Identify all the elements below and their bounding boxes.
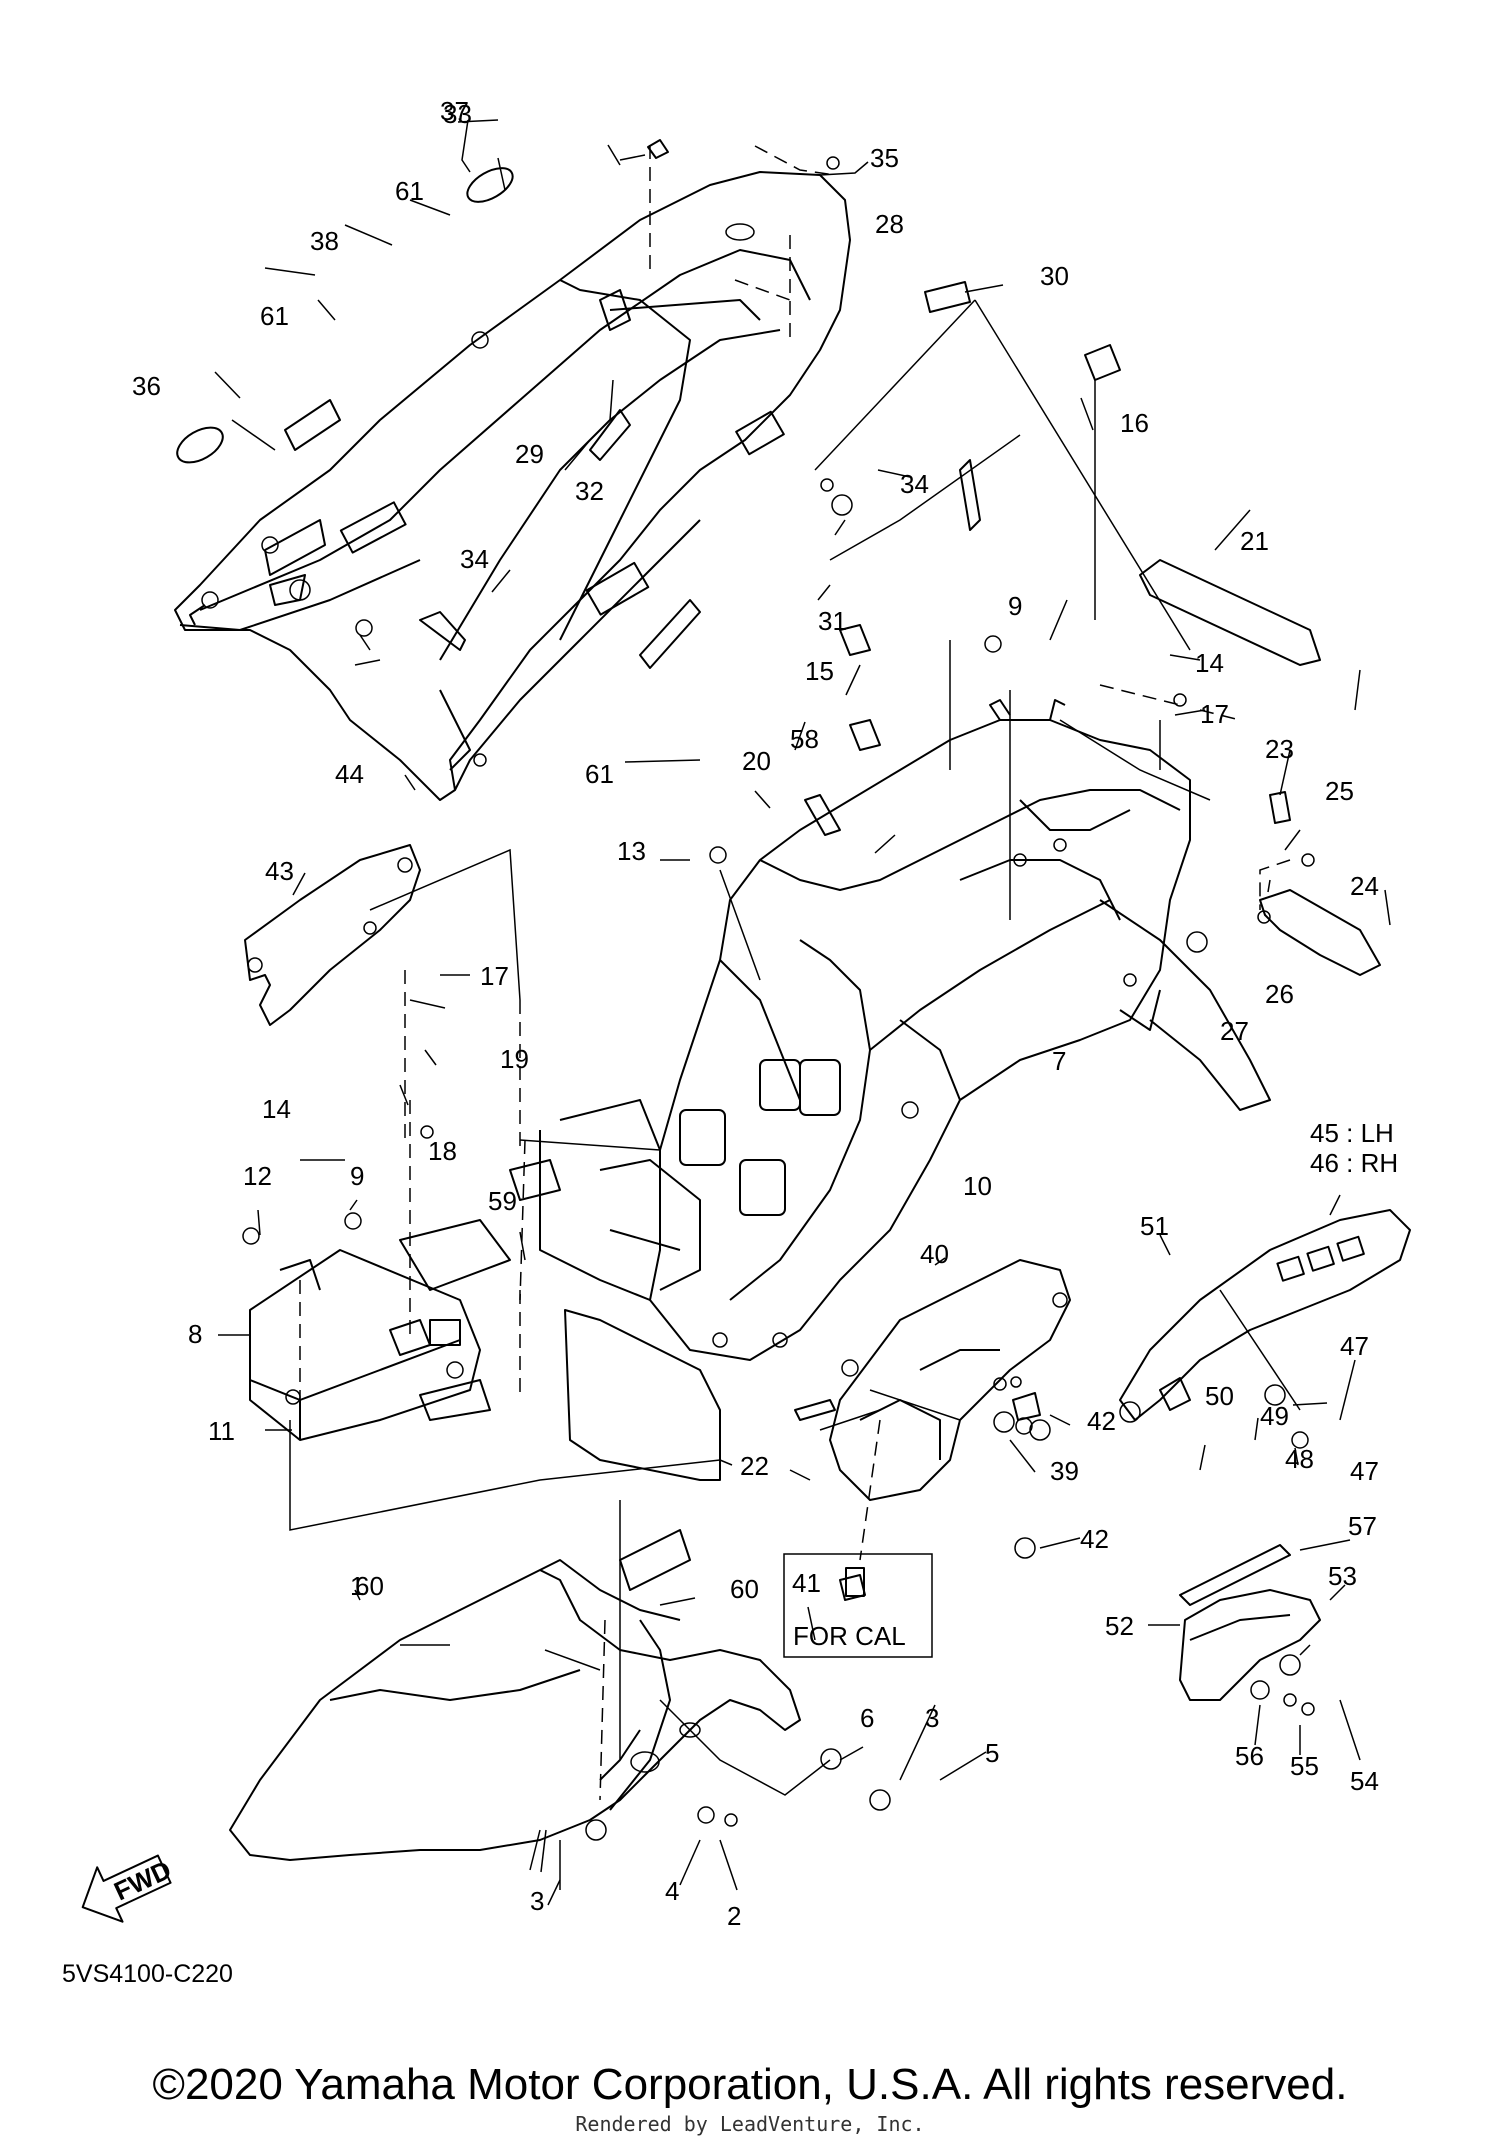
- callout-61c: 61: [585, 759, 614, 789]
- callout-58: 58: [790, 724, 819, 754]
- battery-box: [249, 1249, 481, 1441]
- callout-27: 27: [1220, 1016, 1249, 1046]
- callout-15: 15: [805, 656, 834, 686]
- callout-31: 31: [818, 606, 847, 636]
- callout-3b: 3: [530, 1886, 544, 1916]
- callout-36: 36: [132, 371, 161, 401]
- callout-56: 56: [1235, 1741, 1264, 1771]
- callout-61b: 61: [260, 301, 289, 331]
- callout-50: 50: [1205, 1381, 1234, 1411]
- callout-13: 13: [617, 836, 646, 866]
- for-cal-label: FOR CAL: [793, 1621, 906, 1651]
- rear-fender: [539, 699, 1271, 1361]
- callout-30: 30: [1040, 261, 1069, 291]
- cover-39-40: [829, 1259, 1071, 1501]
- callout-47b: 47: [1350, 1456, 1379, 1486]
- fwd-arrow-icon: FWD: [81, 1854, 176, 1923]
- note-45: 45 : LH: [1310, 1118, 1394, 1148]
- callout-17a: 17: [1200, 699, 1229, 729]
- callout-11: 11: [208, 1416, 235, 1446]
- connector-lines: [289, 299, 1301, 1890]
- callout-6: 6: [860, 1703, 874, 1733]
- callout-57: 57: [1348, 1511, 1377, 1541]
- callout-52: 52: [1105, 1611, 1134, 1641]
- callout-3a: 3: [925, 1703, 939, 1733]
- callout-5: 5: [985, 1738, 999, 1768]
- callout-28: 28: [875, 209, 904, 239]
- callout-32: 32: [575, 476, 604, 506]
- callout-25: 25: [1325, 776, 1354, 806]
- callout-1: 1: [350, 1571, 364, 1601]
- callout-59: 59: [488, 1186, 517, 1216]
- callout-35: 35: [870, 143, 899, 173]
- bracket-24: [1259, 889, 1381, 976]
- callout-55: 55: [1290, 1751, 1319, 1781]
- callout-23: 23: [1265, 734, 1294, 764]
- callout-26: 26: [1265, 979, 1294, 1009]
- callout-43: 43: [265, 856, 294, 886]
- callout-47a: 47: [1340, 1331, 1369, 1361]
- callout-51: 51: [1140, 1211, 1169, 1241]
- callout-29: 29: [515, 439, 544, 469]
- callout-4: 4: [665, 1876, 679, 1906]
- callout-53: 53: [1328, 1561, 1357, 1591]
- callout-54: 54: [1350, 1766, 1379, 1796]
- callout-9b: 9: [350, 1161, 364, 1191]
- callout-8: 8: [188, 1319, 202, 1349]
- callout-40: 40: [920, 1239, 949, 1269]
- bracket-52: [1179, 1589, 1321, 1701]
- fasteners: [242, 156, 1315, 1841]
- callout-17b: 17: [480, 961, 509, 991]
- callout-33: 33: [443, 99, 472, 129]
- rendered-by-text: Rendered by LeadVenture, Inc.: [575, 2112, 925, 2136]
- note-46: 46 : RH: [1310, 1148, 1398, 1178]
- callout-37: 37: [440, 96, 469, 126]
- grab-bar: [1119, 1209, 1411, 1423]
- callout-34a: 34: [460, 544, 489, 574]
- callout-10: 10: [963, 1171, 992, 1201]
- callout-61a: 61: [395, 176, 424, 206]
- seat-cowling: [174, 171, 851, 801]
- mud-flap-22: [564, 1309, 721, 1481]
- copyright-text: ©2020 Yamaha Motor Corporation, U.S.A. A…: [152, 2060, 1348, 2109]
- callout-21: 21: [1240, 526, 1269, 556]
- callout-9a: 9: [1008, 591, 1022, 621]
- callout-39: 39: [1050, 1456, 1079, 1486]
- small-parts: [176, 139, 1291, 1606]
- callout-60a: 60: [355, 1571, 384, 1601]
- for-cal-box: 41 FOR CAL: [783, 1553, 933, 1658]
- callout-19: 19: [500, 1044, 529, 1074]
- callout-14b: 14: [262, 1094, 291, 1124]
- callout-14a: 14: [1195, 648, 1224, 678]
- assembly-lines: [299, 145, 1291, 1801]
- callout-24: 24: [1350, 871, 1379, 901]
- callouts: 33 37 35 28 30 61 38 61 36 29 32 34 34 1…: [132, 96, 1398, 1931]
- callout-49: 49: [1260, 1401, 1289, 1431]
- callout-41: 41: [792, 1568, 821, 1598]
- callout-60b: 60: [730, 1574, 759, 1604]
- callout-48: 48: [1285, 1444, 1314, 1474]
- callout-16: 16: [1120, 408, 1149, 438]
- callout-42: 42: [1087, 1406, 1116, 1436]
- callout-18: 18: [428, 1136, 457, 1166]
- callout-12: 12: [243, 1161, 272, 1191]
- callout-20: 20: [742, 746, 771, 776]
- callout-44: 44: [335, 759, 364, 789]
- diagram-code: 5VS4100-C220: [62, 1960, 233, 1988]
- callout-34b: 34: [900, 469, 929, 499]
- callout-7: 7: [1052, 1046, 1066, 1076]
- callout-38: 38: [310, 226, 339, 256]
- callout-42: 42: [1080, 1524, 1109, 1554]
- bracket-21: [1139, 559, 1321, 666]
- callout-2: 2: [727, 1901, 741, 1931]
- leader-lines: [214, 119, 1391, 1906]
- callout-22: 22: [740, 1451, 769, 1481]
- bracket-43: [244, 844, 421, 1026]
